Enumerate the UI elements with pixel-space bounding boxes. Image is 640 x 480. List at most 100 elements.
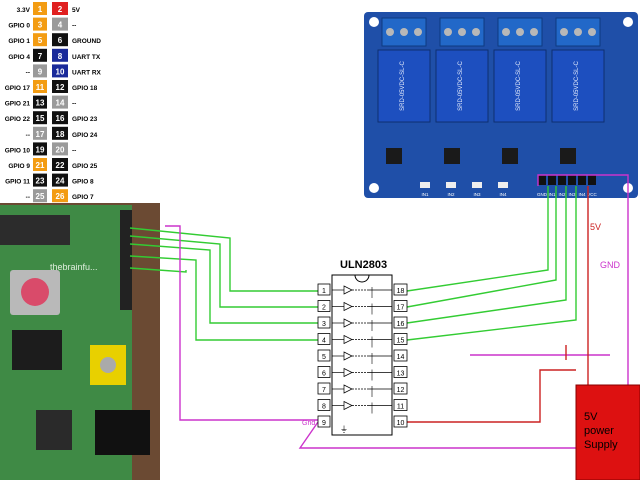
pin-right-box	[52, 142, 68, 156]
header-pin	[548, 175, 556, 185]
chip-right-pin-number: 15	[397, 338, 405, 345]
chip-left-pin	[317, 399, 331, 411]
pin-left-number: 19	[36, 145, 45, 154]
chip-right-pin	[393, 316, 408, 329]
pin-right-label: UART RX	[72, 69, 102, 76]
screw-icon	[400, 28, 408, 36]
header-pin-label: VCC	[587, 192, 597, 197]
chip-right-pin-number: 12	[397, 387, 405, 394]
chip-left-pin-number: 1	[322, 288, 326, 295]
relay-text: SRD-05VDC-SL-C	[458, 61, 464, 111]
relay-module	[377, 49, 431, 123]
raspberry-pi-board: thebrainfu...	[0, 203, 160, 480]
chip-right-pin-number: 11	[397, 404, 404, 411]
chip-right-pin	[393, 382, 408, 395]
led-label: IN1	[421, 192, 429, 197]
chip-left-pin-number: 2	[322, 305, 326, 312]
header-pin	[558, 175, 566, 185]
screw-icon	[414, 28, 422, 36]
pin-right-label: GPIO 8	[72, 179, 94, 186]
chip-left-pin-number: 8	[322, 404, 326, 411]
pin-left-box	[33, 17, 47, 31]
pin-right-number: 8	[58, 52, 63, 61]
led-icon	[446, 182, 456, 188]
pin-right-number: 14	[56, 99, 65, 108]
label-gnd: GND	[600, 260, 621, 270]
pin-left-box	[33, 2, 47, 15]
pin-right-number: 24	[56, 177, 65, 186]
chip-right-pin-number: 13	[397, 371, 405, 378]
pin-right-box	[52, 80, 68, 93]
chip-left-pin	[317, 382, 331, 395]
pin-left-box	[33, 95, 47, 109]
pin-right-number: 4	[58, 21, 63, 30]
pin-right-box	[52, 2, 68, 15]
pin-right-label: GPIO 7	[72, 194, 94, 201]
header-pin-label: IN2	[558, 192, 566, 197]
pin-left-box	[33, 48, 47, 62]
pin-left-label: --	[26, 132, 30, 139]
pin-left-label: GPIO 11	[5, 179, 30, 186]
chip-right-pin-number: 18	[397, 288, 405, 295]
chip-left-pin-number: 6	[322, 371, 326, 378]
chip-right-pin	[393, 283, 408, 296]
screw-icon	[386, 28, 394, 36]
pin-left-number: 17	[36, 130, 45, 139]
buffer-icon	[343, 400, 353, 411]
pin-left-label: GPIO 9	[8, 163, 30, 170]
chip-left-pin-number: 9	[322, 420, 326, 427]
pin-left-number: 23	[36, 177, 45, 186]
power-supply: 5V power Supply 5V GND	[575, 222, 640, 480]
chip-left-pin	[317, 283, 331, 296]
pin-left-label: GPIO 22	[5, 116, 31, 123]
gpio-header	[120, 210, 132, 310]
screw-icon	[530, 28, 538, 36]
ground-icon: ⏚	[340, 425, 348, 434]
pin-right-box	[52, 158, 68, 171]
pin-left-number: 15	[36, 114, 45, 123]
pin-left-number: 1	[38, 5, 43, 14]
chip-right-pin-number: 10	[397, 420, 405, 427]
pin-right-number: 2	[58, 5, 63, 14]
pin-right-box	[52, 173, 68, 187]
header-pin-label: IN3	[568, 192, 576, 197]
audio-jack	[95, 410, 150, 455]
led-icon	[420, 182, 430, 188]
pin-left-number: 13	[36, 99, 45, 108]
chip-right-pin	[393, 349, 408, 362]
relay-text: SRD-05VDC-SL-C	[516, 61, 522, 111]
pin-left-label: GPIO 21	[5, 101, 31, 108]
led-icon	[498, 182, 508, 188]
supply-label-2: power	[584, 425, 614, 437]
pin-left-label: GPIO 1	[8, 38, 30, 45]
chip-right-pin	[393, 300, 408, 312]
screw-icon	[588, 28, 596, 36]
chip-left-pin	[317, 415, 331, 428]
pin-left-number: 5	[38, 36, 43, 45]
pin-right-number: 20	[56, 145, 65, 154]
pin-right-number: 10	[56, 67, 65, 76]
wire-out1-relay	[406, 186, 549, 292]
pin-left-box	[33, 126, 47, 140]
pin-right-box	[52, 17, 68, 31]
pin-right-label: GPIO 23	[72, 116, 98, 123]
wire-out3-relay	[406, 186, 567, 324]
soc-chip	[12, 330, 62, 370]
pin-right-box	[52, 111, 68, 125]
pin-right-label: GROUND	[72, 38, 101, 45]
relay-module	[493, 49, 547, 123]
pin-left-box	[33, 80, 47, 93]
pin-left-number: 11	[36, 83, 45, 92]
pin-left-label: GPIO 0	[8, 23, 30, 30]
buffer-icon	[343, 351, 353, 361]
wire-gpio-extra	[129, 267, 187, 273]
